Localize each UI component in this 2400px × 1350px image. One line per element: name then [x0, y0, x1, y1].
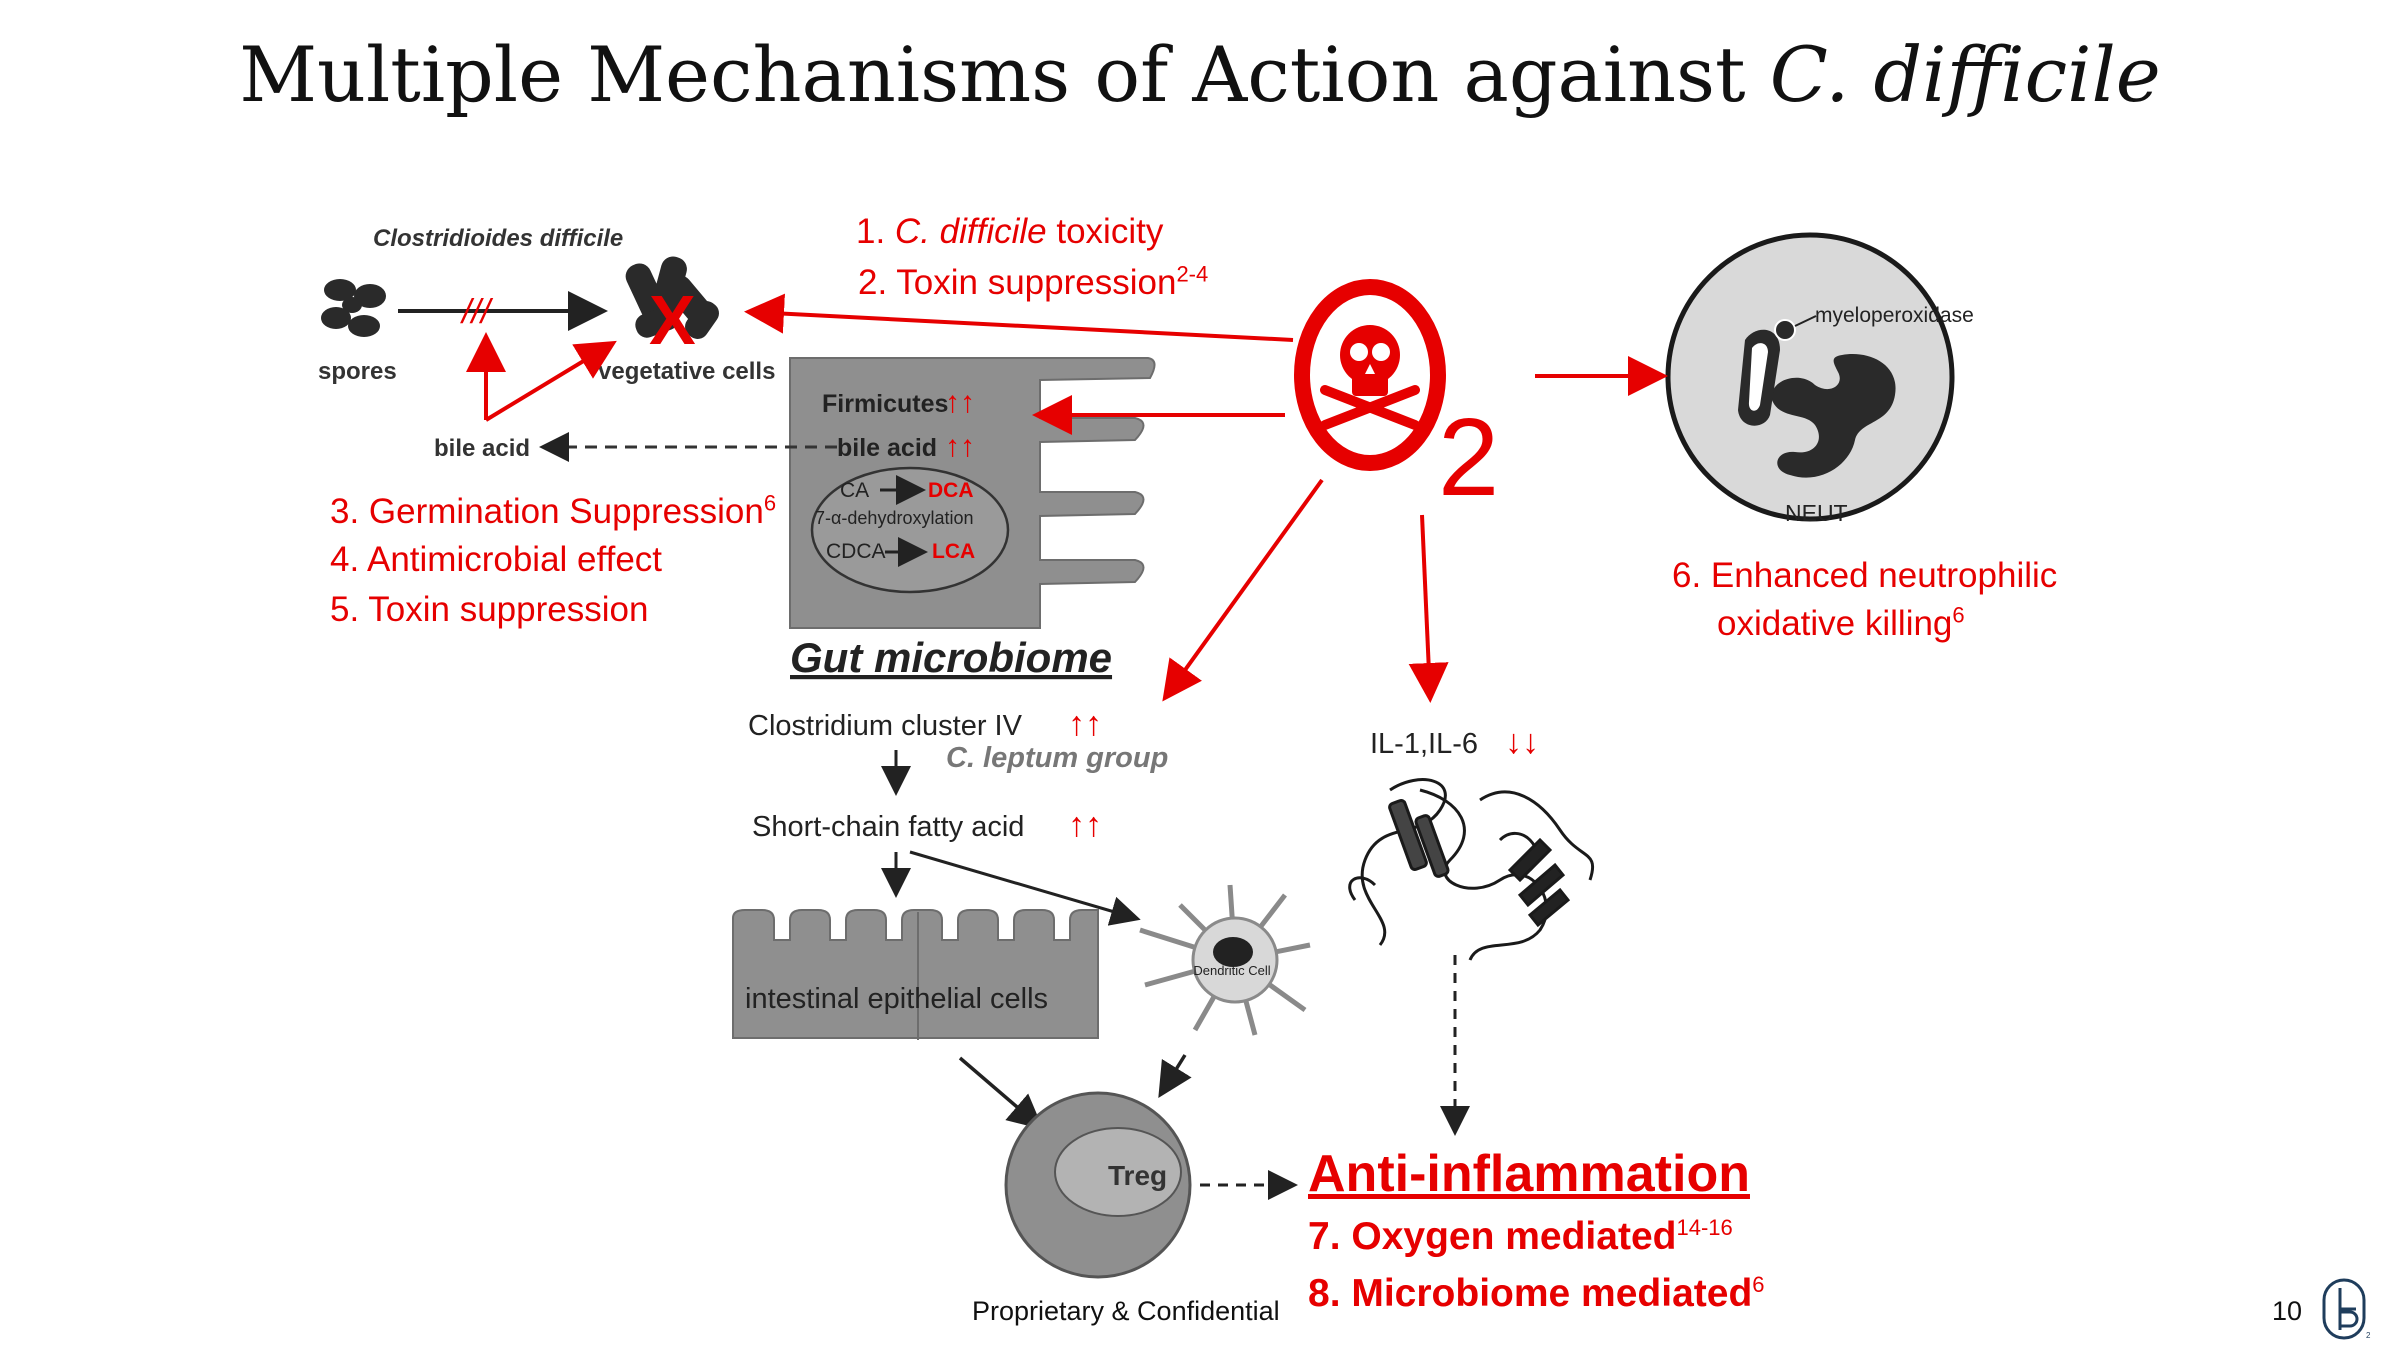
neutrophil-vacuole-inner [1748, 343, 1768, 411]
mechanism-1-italic: C. difficile [894, 212, 1047, 251]
mechanism-8: 8. Microbiome mediated6 [1308, 1272, 1765, 1317]
title-main: Multiple Mechanisms of Action against [239, 30, 1770, 119]
o2-to-clostridium-arrow [1162, 478, 1324, 702]
myeloperoxidase-leader [1794, 315, 1817, 327]
treg-nucleus [1054, 1127, 1182, 1217]
mechanism-7-text: 7. Oxygen mediated [1308, 1215, 1677, 1258]
myeloperoxidase-granule [1774, 319, 1796, 341]
epithelial-label: intestinal epithelial cells [745, 983, 1048, 1015]
dendritic-label: Dendritic Cell [1193, 963, 1270, 978]
cdiff-label: Clostridioides difficile [373, 225, 623, 252]
scfa-up: ↑↑ [1068, 806, 1102, 844]
il-label: IL-1,IL-6 [1370, 728, 1478, 760]
anti-inflammation-heading: Anti-inflammation [1308, 1145, 1750, 1203]
spores-icon [321, 279, 386, 337]
neutrophil-cell [1665, 232, 1955, 522]
gut-microbiome-label: Gut microbiome [790, 634, 1112, 681]
epithelial-to-treg-arrow [958, 1056, 1044, 1130]
neutrophil-nucleus [1771, 354, 1896, 478]
dca-label: DCA [928, 479, 974, 502]
dendritic-to-treg-arrow [1158, 1054, 1192, 1098]
epithelial-cells-shape [732, 909, 1099, 1039]
mechanism-3-ref: 6 [763, 490, 777, 516]
ca-label: CA [840, 479, 869, 502]
bile-acid-up: ↑↑ [945, 430, 975, 463]
mechanism-2-ref: 2-4 [1176, 261, 1209, 287]
title-italic: C. difficile [1769, 30, 2161, 119]
bile-acid-label: bile acid [837, 434, 937, 462]
mechanism-7-ref: 14-16 [1676, 1215, 1733, 1240]
x-mark: X [649, 281, 696, 359]
vegetative-label: vegetative cells [598, 358, 775, 385]
cytokine-protein-icon [1348, 778, 1595, 961]
mechanism-2: 2. Toxin suppression2-4 [858, 263, 1208, 303]
mechanism-1: 1. C. difficile toxicity [856, 212, 1163, 252]
dehydroxylation-ellipse [810, 466, 1010, 594]
spores-label: spores [318, 358, 397, 385]
lca-label: LCA [932, 540, 975, 563]
o2-to-cdiff-arrow [744, 293, 1294, 342]
bile-acid-left-label: bile acid [434, 435, 530, 462]
o2-letter-ring [1294, 279, 1446, 471]
treg-label: Treg [1108, 1160, 1167, 1191]
block-mark: /// [460, 293, 494, 331]
page-number: 10 [2272, 1296, 2303, 1326]
scfa-to-dendritic-arrow [909, 850, 1141, 926]
mechanism-4: 4. Antimicrobial effect [330, 540, 663, 579]
il-down: ↓↓ [1505, 723, 1539, 761]
confidential-footer: Proprietary & Confidential [972, 1296, 1280, 1326]
skull-icon [1320, 325, 1420, 430]
clostridium-up: ↑↑ [1068, 705, 1102, 743]
mechanism-8-ref: 6 [1752, 1272, 1765, 1297]
mechanism-1-prefix: 1. [856, 212, 895, 251]
bile-to-vegetative-arrow [484, 340, 617, 422]
firmicutes-label: Firmicutes [822, 390, 948, 418]
mechanism-5: 5. Toxin suppression [330, 590, 649, 629]
mechanism-6-ref: 6 [1952, 602, 1965, 628]
svg-text:2: 2 [2366, 1331, 2371, 1340]
mechanism-3-text: 3. Germination Suppression [330, 492, 764, 531]
mechanism-6-text: oxidative killing [1717, 604, 1953, 643]
dendritic-nucleus [1213, 937, 1253, 967]
mechanism-6-line1: 6. Enhanced neutrophilic [1672, 556, 2058, 595]
mechanism-2-text: 2. Toxin suppression [858, 263, 1177, 302]
vegetative-cells-icon [625, 256, 719, 339]
mechanism-6-line2: oxidative killing6 [1717, 604, 1965, 644]
neut-label: NEUT [1785, 500, 1848, 526]
company-logo-icon: 2 [2322, 1278, 2371, 1340]
myeloperoxidase-label: myeloperoxidase [1815, 304, 1974, 327]
mechanism-8-text: 8. Microbiome mediated [1308, 1272, 1753, 1315]
mechanism-1-suffix: toxicity [1046, 212, 1164, 251]
slide-title: Multiple Mechanisms of Action against C.… [0, 30, 2400, 119]
o2-to-cytokine-arrow [1408, 514, 1449, 703]
firmicutes-up: ↑↑ [945, 386, 975, 419]
c-leptum-label: C. leptum group [946, 742, 1168, 774]
dehydroxylation-label: 7-α-dehydroxylation [815, 508, 973, 528]
cdca-label: CDCA [826, 540, 886, 563]
mechanism-3: 3. Germination Suppression6 [330, 492, 776, 532]
mechanism-7: 7. Oxygen mediated14-16 [1308, 1215, 1733, 1260]
clostridium-label: Clostridium cluster IV [748, 710, 1023, 742]
o2-subscript: 2 [1438, 396, 1499, 519]
scfa-label: Short-chain fatty acid [752, 811, 1024, 843]
